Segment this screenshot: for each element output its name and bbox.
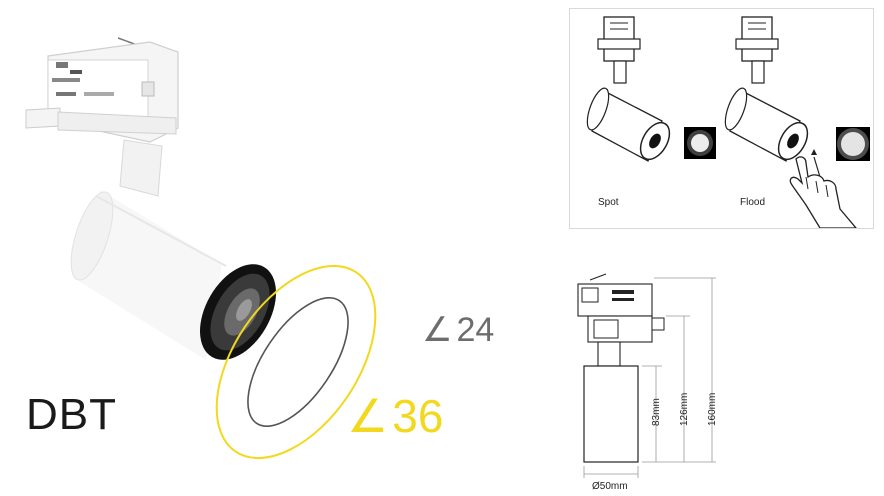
body-height-dimension: 83mm [651,398,662,426]
beam-mode-illustration [586,16,870,228]
wide-beam-angle: ∠36 [347,390,444,442]
dimension-drawing-icon [577,273,716,478]
wide-beam-ring [215,264,377,460]
diameter-dimension: Ø50mm [592,481,628,492]
hand-icon [789,156,857,228]
track-adapter [25,37,179,143]
flood-mode-label: Flood [740,197,766,208]
spot-mode-label: Spot [598,197,619,208]
beam-mode-panel: Spot Flood [569,8,874,229]
brand-label: DBT [26,390,117,439]
flood-mode-icon [724,16,870,178]
angle-icon: ∠ [347,390,389,442]
track-spotlight-icon [25,37,377,460]
narrow-beam-angle: ∠24 [422,311,495,349]
narrow-beam-ring [247,296,349,428]
spot-mode-icon [586,16,716,162]
angle-icon: ∠ [422,311,453,349]
lamp-cylinder [70,190,276,360]
total-height-dimension: 160mm [707,392,718,426]
mid-height-dimension: 126mm [679,392,690,426]
